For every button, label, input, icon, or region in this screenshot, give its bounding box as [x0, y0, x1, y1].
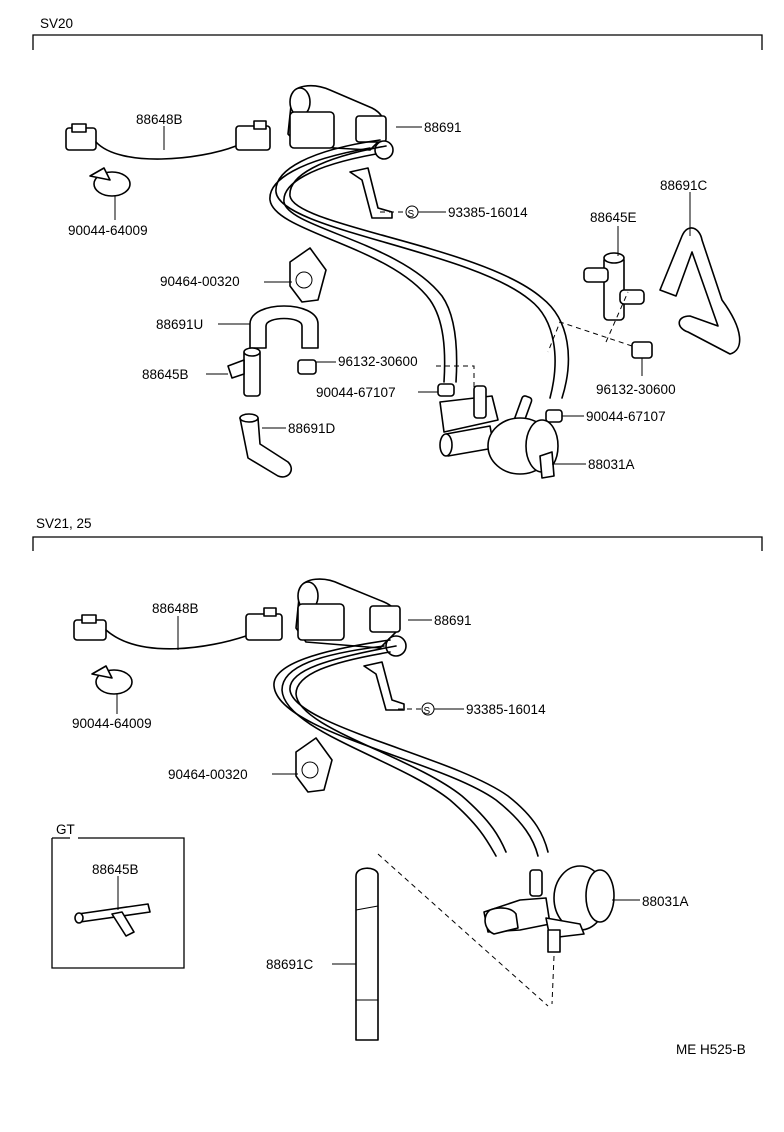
label-88031a-bottom: 88031A — [642, 894, 689, 909]
section-title-sv20: SV20 — [40, 16, 73, 31]
clamp-96132-30600-left — [297, 359, 317, 375]
drawing-code: ME H525-B — [676, 1042, 746, 1057]
label-88645e-top: 88645E — [590, 210, 637, 225]
label-90464-00320-bottom: 90464-00320 — [168, 767, 248, 782]
label-88648b-top: 88648B — [136, 112, 183, 127]
label-88691-top: 88691 — [424, 120, 462, 135]
vacuum-hose-pair-bottom — [273, 639, 549, 857]
tee-joint-88645b-top — [227, 347, 261, 397]
label-93385-16014-top: 93385-16014 — [448, 205, 528, 220]
label-88645b-gt: 88645B — [92, 862, 139, 877]
gt-box-title: GT — [56, 822, 75, 837]
band-clamp-90044-64009-top — [89, 167, 131, 197]
clip-90464-00320-bottom — [295, 737, 333, 793]
vacuum-hose-pair-top — [269, 139, 570, 399]
screw-marker-bottom: S — [421, 702, 435, 717]
wire-harness-88648b-bottom — [73, 607, 283, 650]
section-title-sv21-25: SV21, 25 — [36, 516, 92, 531]
gt-variant-box: GT 88645B — [51, 822, 185, 969]
label-90044-67107-a: 90044-67107 — [316, 385, 396, 400]
label-90044-64009-bottom: 90044-64009 — [72, 716, 152, 731]
u-hose-88691u-top — [249, 305, 319, 349]
tee-joint-88645b-gt — [74, 903, 151, 937]
wire-harness-88648b-top — [65, 120, 271, 160]
label-93385-16014-bottom: 93385-16014 — [466, 702, 546, 717]
label-90464-00320-top: 90464-00320 — [160, 274, 240, 289]
screw-s-mark-bottom: S — [424, 706, 431, 717]
label-88691c-top: 88691C — [660, 178, 708, 193]
label-96132-30600-b: 96132-30600 — [596, 382, 676, 397]
label-88645b-top: 88645B — [142, 367, 189, 382]
vsv-88691-bottom — [295, 578, 407, 711]
band-clamp-90044-64009-bottom — [91, 665, 133, 695]
label-88648b-bottom: 88648B — [152, 601, 199, 616]
clip-90464-00320-top — [289, 247, 327, 303]
water-valve-88031a-top — [439, 385, 559, 479]
label-88691u-top: 88691U — [156, 317, 203, 332]
water-valve-88031a-bottom — [483, 865, 615, 953]
l-hose-88691d-top — [239, 413, 293, 478]
tee-joint-88645e-top — [583, 252, 645, 321]
clamp-90044-67107-left — [437, 383, 455, 397]
section-sv20-header: SV20 — [32, 16, 763, 50]
vsv-88691-top — [287, 84, 394, 219]
label-88691d-top: 88691D — [288, 421, 336, 436]
label-96132-30600-a: 96132-30600 — [338, 354, 418, 369]
hose-88691c-top — [659, 227, 741, 355]
label-90044-67107-b: 90044-67107 — [586, 409, 666, 424]
label-88691c-bottom: 88691C — [266, 957, 314, 972]
label-90044-64009-top: 90044-64009 — [68, 223, 148, 238]
clamp-96132-30600-right — [631, 341, 653, 359]
hose-88691c-bottom — [355, 867, 379, 1041]
label-88691-bottom: 88691 — [434, 613, 472, 628]
screw-marker-top: S — [405, 205, 419, 220]
clamp-90044-67107-right — [545, 409, 563, 423]
section-sv21-header: SV21, 25 — [32, 516, 763, 551]
screw-s-mark-top: S — [408, 209, 415, 220]
label-88031a-top: 88031A — [588, 457, 635, 472]
